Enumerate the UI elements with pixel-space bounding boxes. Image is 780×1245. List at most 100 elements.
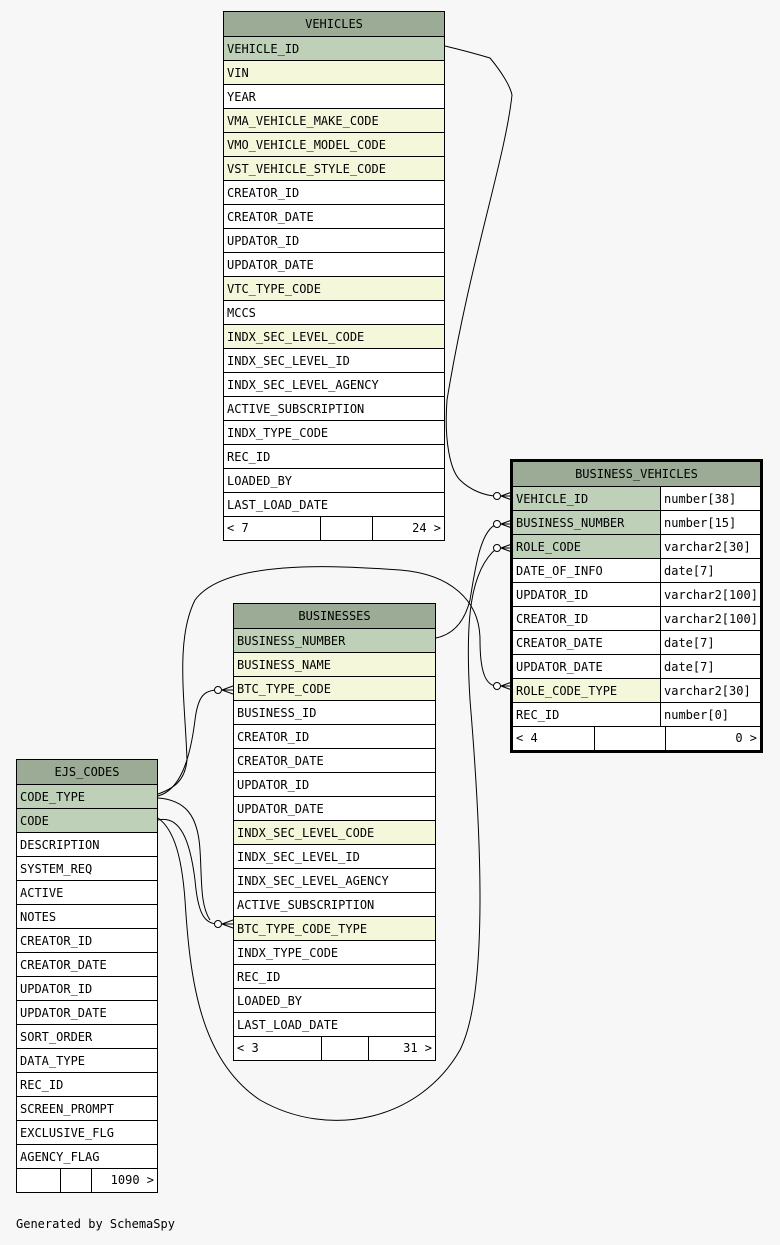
- table-row[interactable]: AGENCY_FLAG: [17, 1145, 157, 1169]
- column-name: ACTIVE_SUBSCRIPTION: [237, 898, 375, 912]
- table-row[interactable]: LAST_LOAD_DATE: [234, 1013, 435, 1037]
- column-name: CODE: [20, 814, 49, 828]
- table-row[interactable]: ACTIVE_SUBSCRIPTION: [224, 397, 444, 421]
- table-row[interactable]: INDX_SEC_LEVEL_CODE: [234, 821, 435, 845]
- table-row[interactable]: CREATOR_DATE: [224, 205, 444, 229]
- table-row[interactable]: CREATOR_DATE: [234, 749, 435, 773]
- table-row[interactable]: UPDATOR_ID: [234, 773, 435, 797]
- table-row[interactable]: CREATOR_ID: [224, 181, 444, 205]
- table-row[interactable]: NOTES: [17, 905, 157, 929]
- table-row[interactable]: VEHICLE_ID: [224, 37, 444, 61]
- table-row[interactable]: UPDATOR_DATE: [17, 1001, 157, 1025]
- table-row[interactable]: ROLE_CODE varchar2[30]: [513, 535, 760, 559]
- table-row[interactable]: CREATOR_ID: [234, 725, 435, 749]
- column-name: VEHICLE_ID: [227, 42, 300, 56]
- table-row[interactable]: ACTIVE_SUBSCRIPTION: [234, 893, 435, 917]
- column-name: SYSTEM_REQ: [20, 862, 93, 876]
- table-row[interactable]: BUSINESS_NUMBER: [234, 629, 435, 653]
- table-header[interactable]: BUSINESS_VEHICLES: [513, 462, 760, 487]
- table-row[interactable]: BTC_TYPE_CODE: [234, 677, 435, 701]
- column-type: varchar2[30]: [660, 535, 760, 558]
- table-row[interactable]: VTC_TYPE_CODE: [224, 277, 444, 301]
- column-name: ACTIVE_SUBSCRIPTION: [227, 402, 365, 416]
- table-row[interactable]: LOADED_BY: [234, 989, 435, 1013]
- parents-count: [17, 1169, 61, 1192]
- table-footer: 1090 >: [17, 1169, 157, 1192]
- table-header[interactable]: EJS_CODES: [17, 760, 157, 785]
- children-count: 31 >: [403, 1041, 432, 1055]
- column-name: REC_ID: [237, 970, 281, 984]
- table-row[interactable]: SYSTEM_REQ: [17, 857, 157, 881]
- table-row[interactable]: INDX_TYPE_CODE: [234, 941, 435, 965]
- table-row[interactable]: VMA_VEHICLE_MAKE_CODE: [224, 109, 444, 133]
- column-name: INDX_SEC_LEVEL_CODE: [237, 826, 375, 840]
- table-row[interactable]: INDX_SEC_LEVEL_CODE: [224, 325, 444, 349]
- edge-business-number: [435, 523, 498, 639]
- table-businesses[interactable]: BUSINESSES BUSINESS_NUMBER BUSINESS_NAME B…: [233, 603, 436, 1061]
- footer-middle: [61, 1169, 92, 1192]
- table-row[interactable]: VMO_VEHICLE_MODEL_CODE: [224, 133, 444, 157]
- column-name: REC_ID: [227, 450, 271, 464]
- column-name: UPDATOR_ID: [516, 588, 589, 602]
- table-row[interactable]: CODE: [17, 809, 157, 833]
- table-footer: < 4 0 >: [513, 727, 760, 750]
- table-row[interactable]: INDX_SEC_LEVEL_AGENCY: [224, 373, 444, 397]
- table-row[interactable]: CREATOR_ID: [17, 929, 157, 953]
- table-row[interactable]: CODE_TYPE: [17, 785, 157, 809]
- column-name: VTC_TYPE_CODE: [227, 282, 321, 296]
- footer-middle: [321, 517, 373, 540]
- table-row[interactable]: REC_ID: [17, 1073, 157, 1097]
- table-row[interactable]: LAST_LOAD_DATE: [224, 493, 444, 517]
- table-ejs-codes[interactable]: EJS_CODES CODE_TYPE CODE DESCRIPTION SYSTEM…: [16, 759, 158, 1193]
- table-row[interactable]: CREATOR_DATE: [17, 953, 157, 977]
- table-row[interactable]: VIN: [224, 61, 444, 85]
- table-row[interactable]: REC_ID: [224, 445, 444, 469]
- table-row[interactable]: YEAR: [224, 85, 444, 109]
- table-row[interactable]: UPDATOR_DATE: [234, 797, 435, 821]
- column-name: CREATOR_DATE: [516, 636, 603, 650]
- table-row[interactable]: SCREEN_PROMPT: [17, 1097, 157, 1121]
- table-row[interactable]: INDX_SEC_LEVEL_AGENCY: [234, 869, 435, 893]
- column-name: BUSINESS_NAME: [237, 658, 331, 672]
- table-row[interactable]: ACTIVE: [17, 881, 157, 905]
- table-row[interactable]: EXCLUSIVE_FLG: [17, 1121, 157, 1145]
- column-name: BTC_TYPE_CODE_TYPE: [237, 922, 368, 936]
- table-row[interactable]: REC_ID: [234, 965, 435, 989]
- table-row[interactable]: INDX_SEC_LEVEL_ID: [224, 349, 444, 373]
- table-row[interactable]: UPDATOR_DATE: [224, 253, 444, 277]
- edge-endpoint-circle: [214, 920, 222, 928]
- table-row[interactable]: LOADED_BY: [224, 469, 444, 493]
- table-header[interactable]: BUSINESSES: [234, 604, 435, 629]
- table-row[interactable]: MCCS: [224, 301, 444, 325]
- column-name: INDX_TYPE_CODE: [237, 946, 339, 960]
- column-type: varchar2[100]: [660, 607, 760, 630]
- column-name: UPDATOR_ID: [237, 778, 310, 792]
- table-row[interactable]: DESCRIPTION: [17, 833, 157, 857]
- edge-role-code-loop: [157, 547, 498, 1121]
- table-row[interactable]: UPDATOR_ID: [224, 229, 444, 253]
- table-row[interactable]: VST_VEHICLE_STYLE_CODE: [224, 157, 444, 181]
- table-row[interactable]: UPDATOR_ID: [17, 977, 157, 1001]
- table-row[interactable]: INDX_TYPE_CODE: [224, 421, 444, 445]
- table-row[interactable]: BUSINESS_ID: [234, 701, 435, 725]
- column-name: ROLE_CODE: [516, 540, 582, 554]
- table-row[interactable]: BTC_TYPE_CODE_TYPE: [234, 917, 435, 941]
- table-row[interactable]: SORT_ORDER: [17, 1025, 157, 1049]
- table-row[interactable]: BUSINESS_NAME: [234, 653, 435, 677]
- children-count: 0 >: [735, 731, 757, 745]
- column-name: LAST_LOAD_DATE: [237, 1018, 339, 1032]
- table-row[interactable]: DATA_TYPE: [17, 1049, 157, 1073]
- table-row[interactable]: INDX_SEC_LEVEL_ID: [234, 845, 435, 869]
- table-header[interactable]: VEHICLES: [224, 12, 444, 37]
